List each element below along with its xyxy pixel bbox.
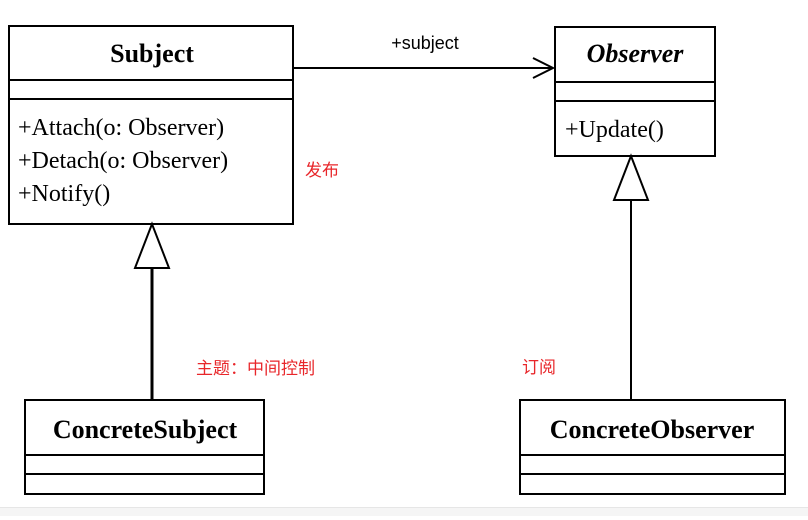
- concrete-observer-class: ConcreteObserver: [519, 399, 786, 495]
- concrete-subject-class: ConcreteSubject: [24, 399, 265, 495]
- subject-method-detach: +Detach(o: Observer): [18, 148, 228, 174]
- subject-class-name: Subject: [110, 39, 194, 68]
- association-label: +subject: [391, 33, 459, 53]
- subject-class-box: [8, 25, 294, 225]
- inheritance-triangle-right: [612, 153, 650, 201]
- observer-class: Observer +Update(): [554, 26, 716, 157]
- subject-class: Subject +Attach(o: Observer) +Detach(o: …: [8, 25, 294, 225]
- association-subject-observer: +subject: [293, 33, 556, 79]
- inheritance-concrete-observer: [612, 153, 650, 400]
- note-subscribe: 订阅: [522, 358, 556, 377]
- concrete-subject-class-name: ConcreteSubject: [53, 415, 238, 444]
- subject-method-notify: +Notify(): [18, 181, 110, 207]
- inheritance-concrete-subject: [133, 221, 171, 400]
- observer-method-update: +Update(): [565, 117, 664, 143]
- note-subject-control: 主题：中间控制: [196, 359, 315, 378]
- inheritance-triangle-left: [133, 221, 171, 269]
- observer-class-name: Observer: [587, 39, 685, 68]
- note-publish: 发布: [305, 161, 339, 180]
- concrete-observer-class-box: [519, 399, 786, 495]
- concrete-subject-class-box: [24, 399, 265, 495]
- subject-method-attach: +Attach(o: Observer): [18, 115, 224, 141]
- observer-class-box: [554, 26, 716, 157]
- concrete-observer-class-name: ConcreteObserver: [550, 415, 755, 444]
- association-arrowhead: [532, 57, 556, 79]
- bottom-edge-strip: [0, 507, 808, 516]
